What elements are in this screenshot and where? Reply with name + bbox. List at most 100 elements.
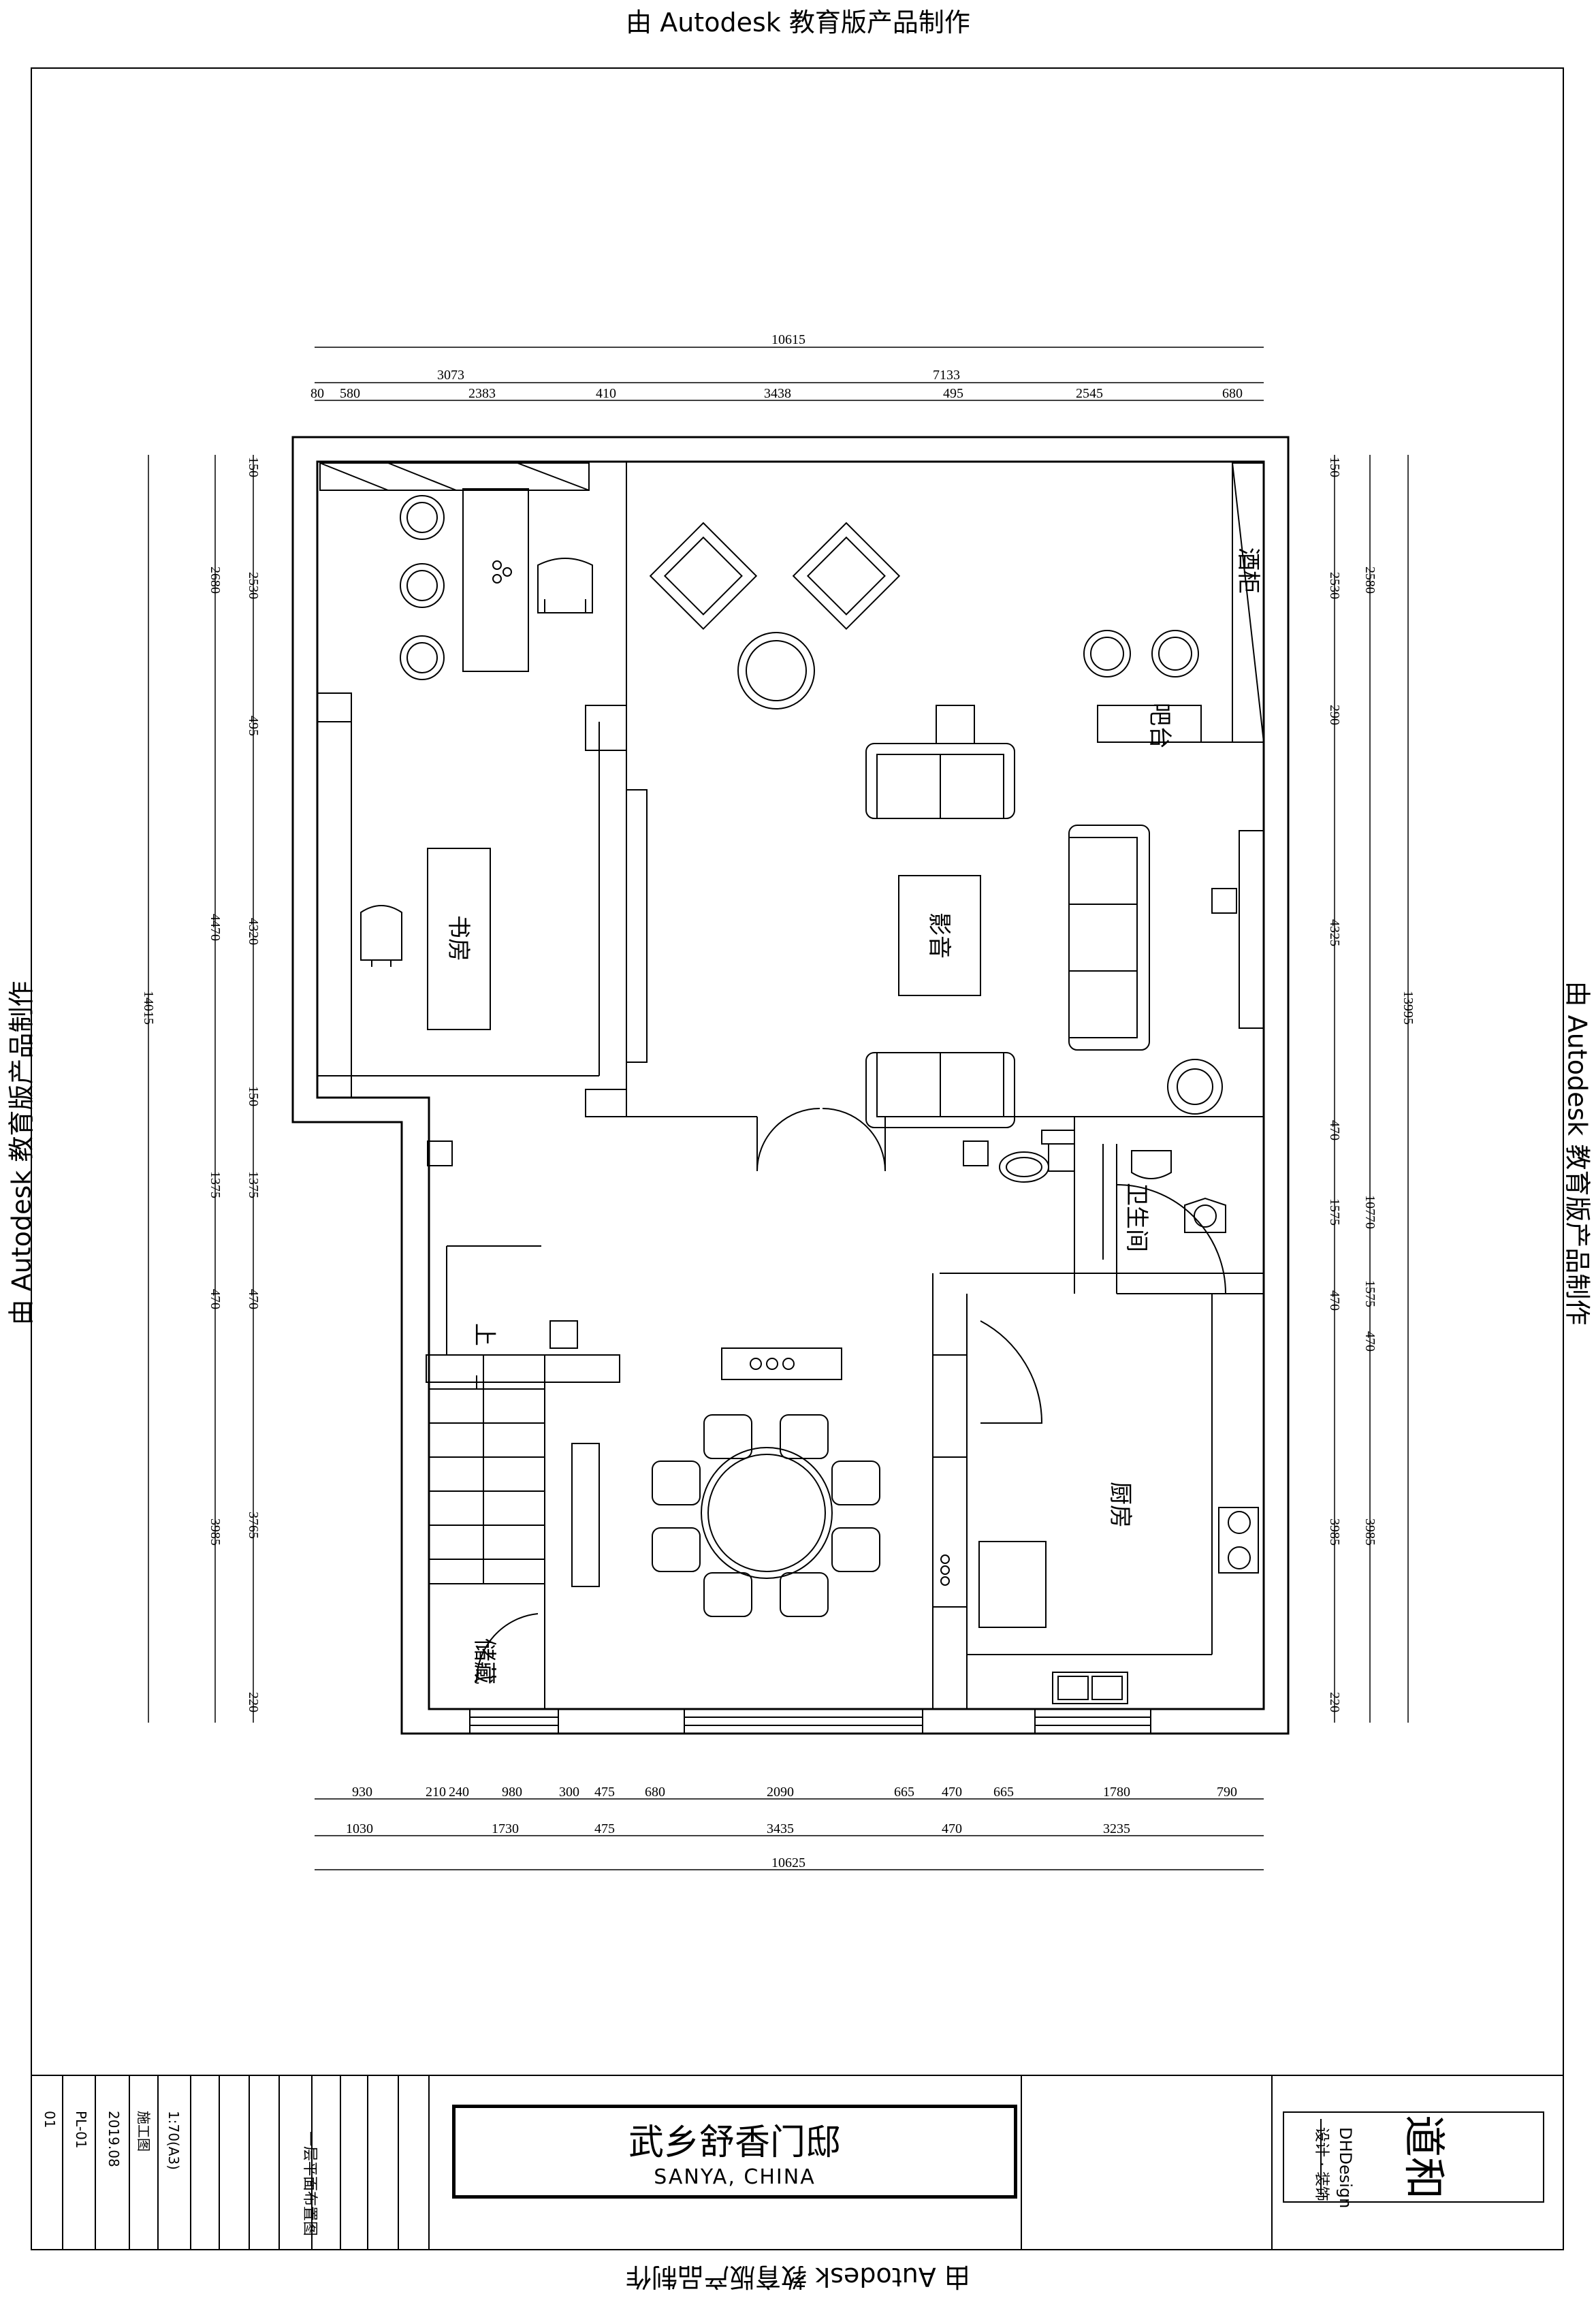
room-label-bar: 吧台 — [1146, 703, 1173, 749]
dim-bottom-detail: 930 — [352, 1785, 372, 1800]
dim-left-group: 4470 — [208, 914, 223, 941]
project-title: 武乡舒香门邸 — [456, 2113, 1014, 2165]
dim-left-detail: 150 — [246, 457, 261, 477]
room-label-storage: 储藏 — [470, 1638, 498, 1685]
outer-walls — [293, 437, 1288, 1734]
sheet-border — [31, 68, 1563, 2250]
dim-left-detail: 2530 — [246, 572, 261, 599]
dim-right-group: 470 — [1362, 1331, 1377, 1352]
cabinet-row — [320, 463, 1264, 742]
dim-top-detail: 580 — [340, 386, 360, 401]
dim-left-total: 14015 — [141, 991, 156, 1025]
watermark-left: 由 Autodesk 教育版产品制作 — [1, 936, 38, 1371]
kitchen-fixtures — [941, 1507, 1258, 1704]
dim-bottom-detail: 1780 — [1103, 1785, 1130, 1800]
room-label-study: 书房 — [445, 915, 472, 961]
dim-bottom-total: 10625 — [771, 1855, 805, 1870]
watermark-bottom: 由 Autodesk 教育版产品制作 — [0, 2261, 1596, 2298]
doors — [477, 1108, 1226, 1682]
tea-area — [400, 489, 592, 680]
dim-top-detail: 2383 — [468, 386, 496, 401]
dim-left-group: 1375 — [208, 1171, 223, 1198]
dim-left-group: 2680 — [208, 566, 223, 594]
dim-top-detail: 680 — [1222, 386, 1243, 401]
dim-top-detail: 2545 — [1076, 386, 1103, 401]
dim-bottom-detail: 980 — [502, 1785, 522, 1800]
dim-right-detail: 3985 — [1327, 1518, 1342, 1546]
dim-right-detail: 290 — [1327, 705, 1342, 725]
sheet-stage: 施工图 — [135, 2111, 152, 2152]
dim-left-detail: 495 — [246, 716, 261, 736]
dim-top-total: 10615 — [771, 332, 805, 347]
dim-bottom-group: 475 — [594, 1821, 615, 1836]
studio-tagline: 设计 · 装饰 — [1313, 2127, 1330, 2201]
sheet-scale: 1:70(A3) — [165, 2111, 182, 2170]
dim-bottom-detail: 790 — [1217, 1785, 1237, 1800]
dim-right-total: 13995 — [1401, 991, 1416, 1025]
sheet-page: 01 — [42, 2111, 58, 2128]
dim-left-detail: 470 — [246, 1289, 261, 1309]
dim-bottom-group: 1730 — [492, 1821, 519, 1836]
dim-right-group: 1575 — [1362, 1280, 1377, 1307]
watermark-top: 由 Autodesk 教育版产品制作 — [0, 1, 1596, 39]
dim-right-detail: 2530 — [1327, 572, 1342, 599]
dim-bottom-detail: 240 — [449, 1785, 469, 1800]
watermark-right: 由 Autodesk 教育版产品制作 — [1561, 936, 1596, 1371]
dim-bottom-detail: 475 — [594, 1785, 615, 1800]
project-title-box: 武乡舒香门邸 SANYA, CHINA — [452, 2105, 1017, 2199]
studio-logo: 道和 — [1399, 2115, 1449, 2199]
dining — [652, 1348, 880, 1616]
room-label-wine-cabinet: 酒柜 — [1234, 547, 1262, 594]
dim-top-detail: 495 — [943, 386, 963, 401]
dim-right-detail: 1575 — [1327, 1198, 1342, 1226]
dim-bottom-group: 470 — [942, 1821, 962, 1836]
dim-bottom-detail: 210 — [426, 1785, 446, 1800]
dim-left-detail: 1375 — [246, 1171, 261, 1198]
bathroom-fixtures — [1000, 1151, 1226, 1232]
dim-left-detail: 220 — [246, 1692, 261, 1712]
bar-stools — [1084, 631, 1198, 677]
plants — [428, 889, 1236, 1348]
dim-bottom-detail: 300 — [559, 1785, 579, 1800]
stair-up-label: 上 — [470, 1323, 498, 1346]
dimension-lines — [148, 347, 1408, 1870]
room-label-kitchen: 厨房 — [1106, 1482, 1134, 1528]
dim-top-group: 7133 — [933, 368, 960, 383]
dim-top-detail: 410 — [596, 386, 616, 401]
studio-name: DHDesign — [1336, 2127, 1355, 2208]
dim-left-detail: 150 — [246, 1086, 261, 1106]
dim-bottom-detail: 680 — [645, 1785, 665, 1800]
dim-bottom-detail: 2090 — [767, 1785, 794, 1800]
dim-right-detail: 150 — [1327, 457, 1342, 477]
dim-bottom-group: 3435 — [767, 1821, 794, 1836]
stair — [429, 1355, 545, 1584]
dim-right-detail: 220 — [1327, 1692, 1342, 1712]
dim-right-group: 3985 — [1362, 1518, 1377, 1546]
sheet-drawing-name: 一层平面布置图 — [301, 2131, 318, 2236]
dim-top-group: 3073 — [437, 368, 464, 383]
dim-bottom-detail: 665 — [993, 1785, 1014, 1800]
dim-top-detail: 3438 — [764, 386, 791, 401]
room-label-bathroom: 卫生间 — [1123, 1183, 1150, 1252]
dim-top-detail: 80 — [310, 386, 324, 401]
dim-right-detail: 4325 — [1327, 919, 1342, 946]
dim-right-group: 10770 — [1362, 1195, 1377, 1229]
lounge-chairs — [650, 523, 899, 709]
project-location: SANYA, CHINA — [456, 2165, 1014, 2189]
sheet-number: PL-01 — [73, 2111, 89, 2149]
sofas — [866, 744, 1149, 1128]
dim-left-detail: 4320 — [246, 918, 261, 945]
dim-right-group: 2580 — [1362, 566, 1377, 594]
sheet-date: 2019.08 — [106, 2111, 122, 2167]
dim-right-detail: 470 — [1327, 1290, 1342, 1311]
dim-bottom-group: 3235 — [1103, 1821, 1130, 1836]
dim-left-group: 470 — [208, 1289, 223, 1309]
windows — [470, 790, 1264, 1734]
dim-left-detail: 3765 — [246, 1512, 261, 1539]
dim-left-group: 3985 — [208, 1518, 223, 1546]
dimension-labels: 10615 3073 7133 80 580 2383 410 3438 495… — [141, 332, 1416, 1870]
room-label-theater: 影音 — [925, 912, 953, 959]
dim-right-detail: 470 — [1327, 1120, 1342, 1140]
dim-bottom-group: 1030 — [346, 1821, 373, 1836]
